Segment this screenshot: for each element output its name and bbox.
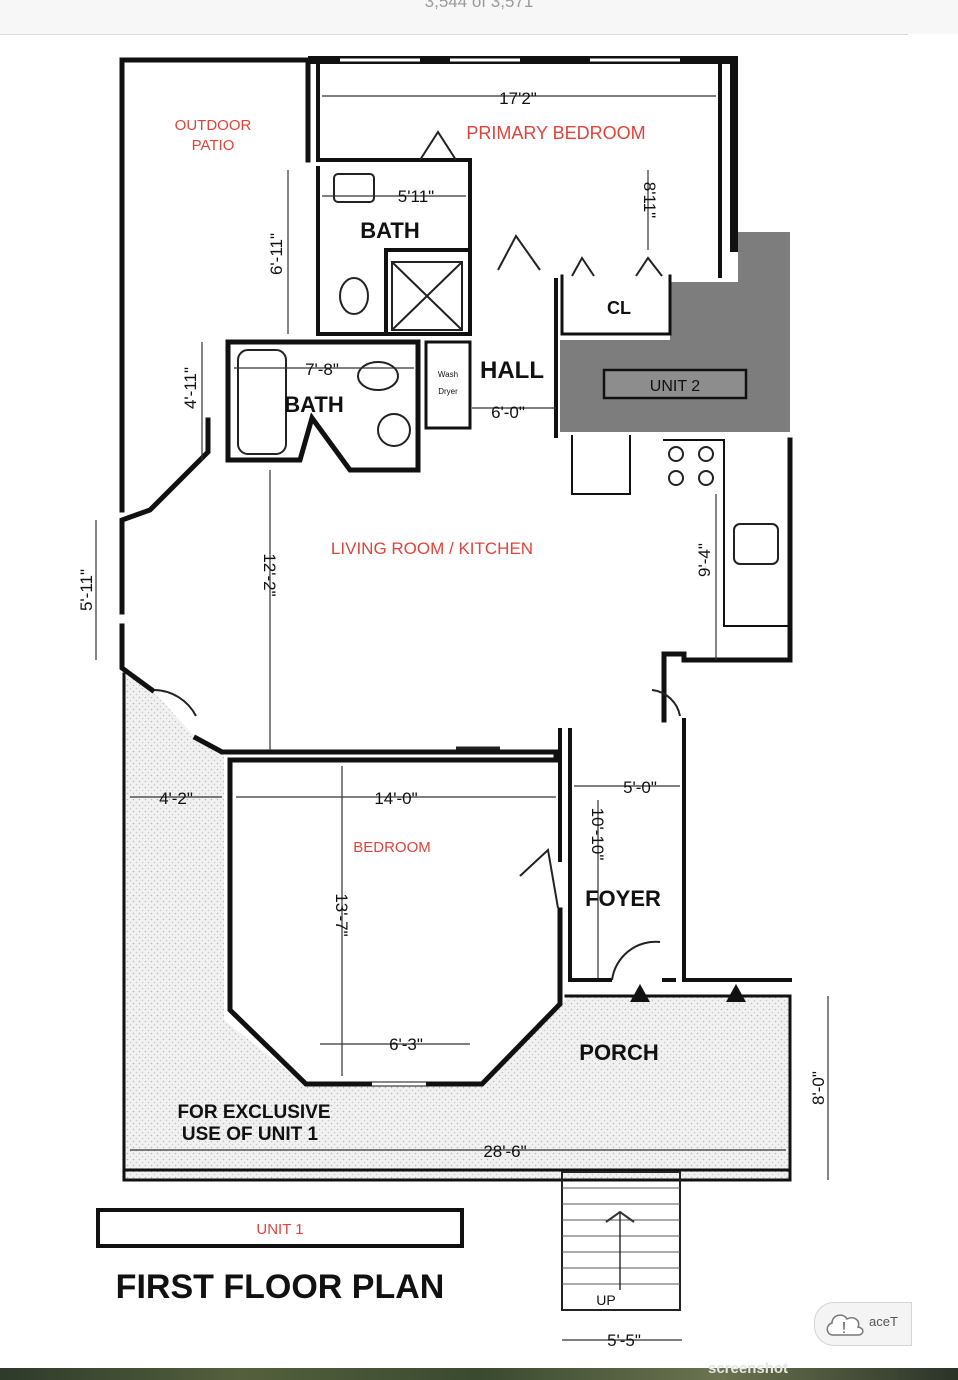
dimension-lines [95, 95, 829, 1341]
plan-title: FIRST FLOOR PLAN [116, 1268, 445, 1306]
unit2-label: UNIT 2 [650, 378, 700, 395]
outdoor-patio-label-2: PATIO [192, 137, 235, 154]
bath-upper-label: BATH [360, 218, 419, 243]
screenshot-label: screenshot [708, 1360, 789, 1377]
hall-width-dim: 6'-0" [491, 403, 525, 422]
door-swings [153, 130, 681, 981]
stair-up-label: UP [596, 1292, 615, 1308]
closet-label: CL [607, 298, 631, 318]
living-kitchen-label: LIVING ROOM / KITCHEN [331, 539, 533, 558]
fab-text: aceT [869, 1314, 898, 1329]
fixtures [237, 173, 779, 1311]
exclusive-use-label: FOR EXCLUSIVE [177, 1102, 330, 1123]
foyer-depth-dim: 10'-10" [588, 808, 607, 861]
foyer-width-dim: 5'-0" [623, 778, 657, 797]
unit2-area [560, 232, 790, 432]
svg-text:!: ! [842, 1320, 846, 1337]
bedroom-depth-dim: 13'-7" [332, 893, 351, 936]
cloud-alert-icon: ! [826, 1314, 864, 1337]
porch-label: PORCH [579, 1040, 658, 1065]
kitchen-depth-dim: 9'-4" [695, 543, 714, 577]
washer-label: Wash [438, 370, 458, 379]
bottom-strip [0, 1368, 958, 1380]
porch-area [122, 672, 790, 1180]
windows [340, 58, 680, 1086]
floor-plan: OUTDOOR PATIO PRIMARY BEDROOM 17'2" 8'11… [77, 56, 829, 1350]
bath-upper-height-dim: 6'-11" [267, 233, 286, 275]
outdoor-patio-label: OUTDOOR [175, 117, 252, 134]
west-wall-dim: 5'-11" [77, 569, 96, 611]
porch-length-dim: 28'-6" [483, 1142, 526, 1161]
stair-width-dim: 5'-5" [607, 1331, 641, 1350]
stair-treads [562, 1187, 680, 1290]
bath-lower-height-dim: 4'-11" [181, 367, 200, 409]
quick-action-button[interactable]: ! aceT [814, 1302, 912, 1346]
right-edge [908, 34, 958, 1368]
primary-width-dim: 17'2" [499, 89, 537, 108]
bedroom-width-dim: 14'-0" [374, 789, 417, 808]
primary-bedroom-label: PRIMARY BEDROOM [466, 123, 645, 143]
bath-upper-width-dim: 5'11" [398, 187, 434, 206]
hall-label: HALL [480, 357, 544, 384]
bath-lower-label: BATH [284, 392, 343, 417]
unit1-label: UNIT 1 [256, 1221, 303, 1238]
unit1-badge: UNIT 1 [96, 1208, 464, 1248]
unit2-badge: UNIT 2 [602, 368, 748, 400]
exclusive-use-label-2: USE OF UNIT 1 [182, 1124, 319, 1145]
porch-side-dim: 4'-2" [159, 789, 193, 808]
porch-markers [630, 984, 746, 1002]
porch-depth-dim: 8'-0" [809, 1071, 828, 1105]
top-bar: 3,544 of 3,571 [0, 0, 958, 35]
bedroom-label: BEDROOM [353, 839, 431, 856]
photo-counter: 3,544 of 3,571 [424, 0, 534, 11]
living-depth-dim: 12'-2" [260, 553, 279, 596]
dryer-label: Dryer [438, 387, 458, 396]
bay-width-dim: 6'-3" [389, 1035, 423, 1054]
foyer-label: FOYER [585, 886, 661, 911]
bath-lower-width-dim: 7'-8" [305, 360, 339, 379]
primary-depth-dim: 8'11" [640, 182, 659, 218]
